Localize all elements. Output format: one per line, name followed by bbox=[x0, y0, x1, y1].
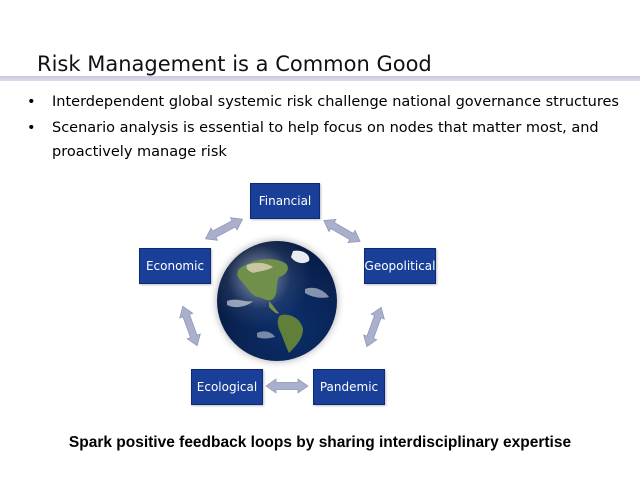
bullet-item: • Interdependent global systemic risk ch… bbox=[27, 90, 627, 114]
node-financial: Financial bbox=[250, 183, 320, 219]
bullet-list: • Interdependent global systemic risk ch… bbox=[27, 90, 627, 166]
slide-title: Risk Management is a Common Good bbox=[37, 52, 432, 76]
arrow-ecological-economic bbox=[175, 303, 205, 349]
bullet-marker: • bbox=[27, 94, 36, 110]
node-geopolitical: Geopolitical bbox=[364, 248, 436, 284]
bullet-text: Interdependent global systemic risk chal… bbox=[52, 94, 619, 110]
title-underline bbox=[0, 76, 640, 81]
globe-continents bbox=[227, 250, 329, 353]
node-ecological: Ecological bbox=[191, 369, 263, 405]
bullet-marker: • bbox=[27, 120, 36, 136]
arrow-geopolitical-pandemic bbox=[359, 304, 389, 350]
bullet-text: Scenario analysis is essential to help f… bbox=[52, 120, 599, 160]
node-economic: Economic bbox=[139, 248, 211, 284]
footer-tagline: Spark positive feedback loops by sharing… bbox=[68, 434, 572, 451]
node-pandemic: Pandemic bbox=[313, 369, 385, 405]
arrow-pandemic-ecological bbox=[265, 378, 309, 394]
bullet-item: • Scenario analysis is essential to help… bbox=[27, 116, 627, 164]
globe-icon bbox=[217, 241, 337, 361]
